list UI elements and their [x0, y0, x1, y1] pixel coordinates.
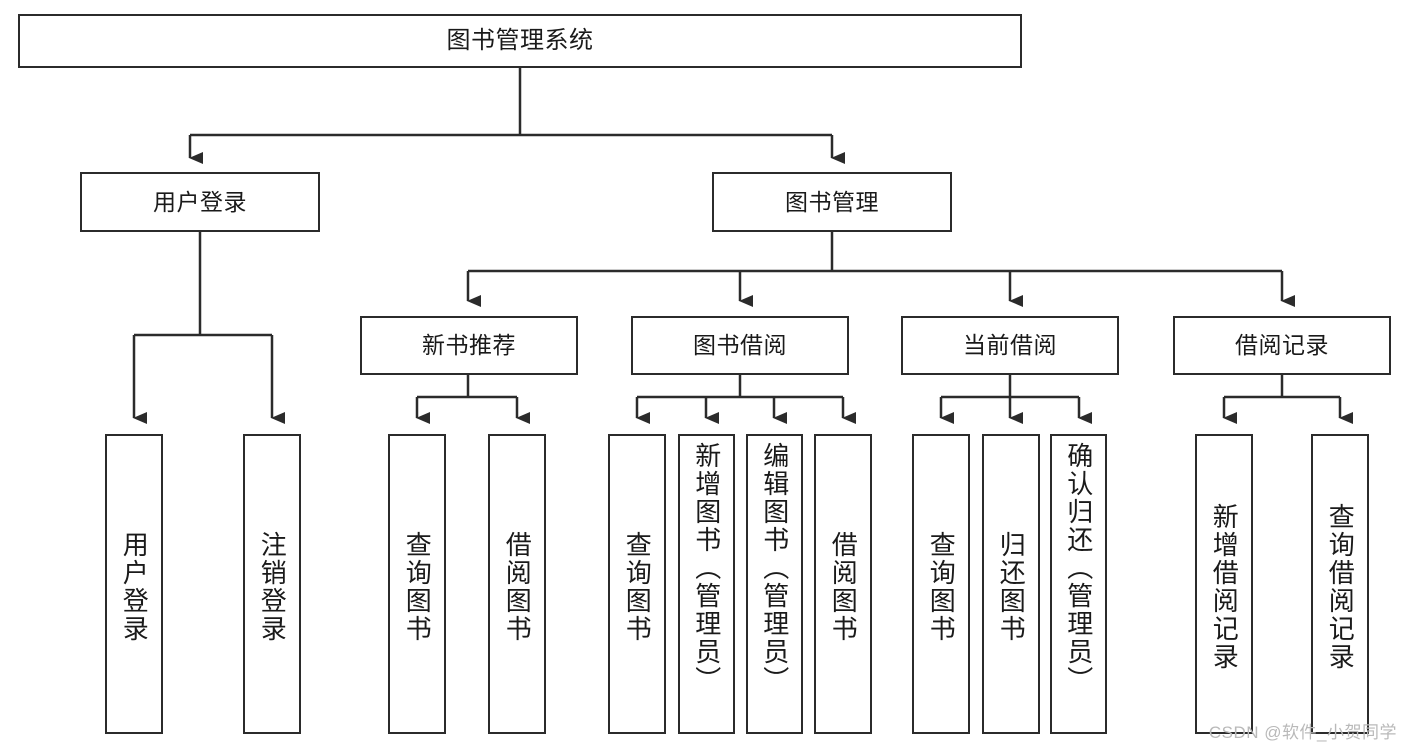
leaf-borrow-borrow-books[interactable]: 借阅图书 [814, 434, 872, 734]
node-label: 编辑图书（管理员） [759, 442, 790, 694]
node-user-login[interactable]: 用户登录 [80, 172, 320, 232]
node-label: 新书推荐 [422, 332, 516, 359]
node-label: 查询图书 [622, 531, 653, 643]
node-label: 查询借阅记录 [1325, 503, 1356, 671]
node-label: 用户登录 [153, 188, 247, 215]
leaf-borrow-add-book-admin[interactable]: 新增图书（管理员） [678, 434, 735, 734]
leaf-current-confirm-return-admin[interactable]: 确认归还（管理员） [1050, 434, 1107, 734]
leaf-borrow-query-books[interactable]: 查询图书 [608, 434, 666, 734]
csdn-watermark: CSDN @软件_小贺同学 [1208, 723, 1397, 742]
node-label: 新增图书（管理员） [691, 442, 722, 694]
node-label: 查询图书 [926, 531, 957, 643]
node-label: 当前借阅 [963, 332, 1057, 359]
node-label: 图书管理 [785, 188, 879, 215]
node-label: 图书管理系统 [446, 27, 594, 55]
node-new-book-recommend[interactable]: 新书推荐 [360, 316, 578, 375]
leaf-recommend-query-books[interactable]: 查询图书 [388, 434, 446, 734]
node-label: 借阅记录 [1235, 332, 1329, 359]
leaf-borrow-edit-book-admin[interactable]: 编辑图书（管理员） [746, 434, 803, 734]
node-label: 归还图书 [996, 531, 1027, 643]
leaf-user-login-logout[interactable]: 注销登录 [243, 434, 301, 734]
node-label: 图书借阅 [693, 332, 787, 359]
leaf-current-return-books[interactable]: 归还图书 [982, 434, 1040, 734]
leaf-current-query-books[interactable]: 查询图书 [912, 434, 970, 734]
node-book-borrow[interactable]: 图书借阅 [631, 316, 849, 375]
leaf-record-query-borrow-record[interactable]: 查询借阅记录 [1311, 434, 1369, 734]
node-label: 确认归还（管理员） [1063, 442, 1094, 694]
node-label: 查询图书 [402, 531, 433, 643]
node-label: 用户登录 [119, 531, 150, 643]
node-label: 借阅图书 [502, 531, 533, 643]
node-borrow-record[interactable]: 借阅记录 [1173, 316, 1391, 375]
node-label: 新增借阅记录 [1209, 503, 1240, 671]
node-book-management[interactable]: 图书管理 [712, 172, 952, 232]
leaf-user-login-login[interactable]: 用户登录 [105, 434, 163, 734]
leaf-record-add-borrow-record[interactable]: 新增借阅记录 [1195, 434, 1253, 734]
node-label: 借阅图书 [828, 531, 859, 643]
node-current-borrow[interactable]: 当前借阅 [901, 316, 1119, 375]
leaf-recommend-borrow-books[interactable]: 借阅图书 [488, 434, 546, 734]
node-root-book-management-system[interactable]: 图书管理系统 [18, 14, 1022, 68]
node-label: 注销登录 [257, 531, 288, 643]
